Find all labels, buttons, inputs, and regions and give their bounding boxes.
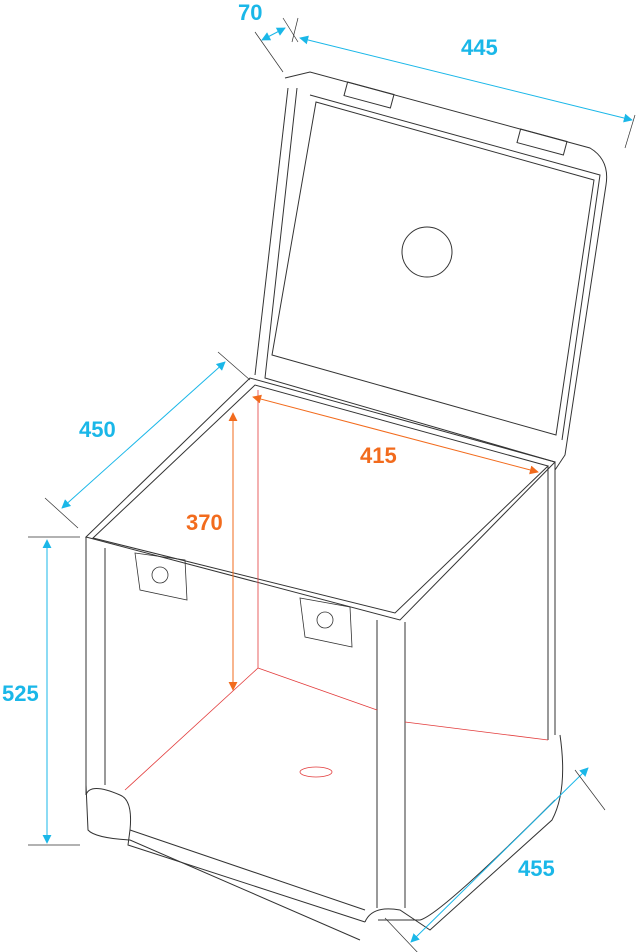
dim-label-depth: 450 xyxy=(79,417,116,442)
lid-circle-cutout xyxy=(401,226,453,278)
floor-cutout xyxy=(299,766,333,778)
latches xyxy=(134,552,353,648)
inner-edges xyxy=(124,390,549,791)
dim-label-lid-depth: 70 xyxy=(238,0,262,25)
dimension-lines xyxy=(28,17,636,952)
dim-label-width-top: 445 xyxy=(461,35,498,60)
latch-right xyxy=(299,597,353,648)
dim-label-inner-width: 415 xyxy=(360,443,397,468)
dim-label-height: 525 xyxy=(2,681,39,706)
dim-label-inner-height: 370 xyxy=(186,510,223,535)
latch-left xyxy=(134,552,188,601)
lid-catch-right xyxy=(516,128,568,156)
dim-label-width-bottom: 455 xyxy=(518,856,555,881)
case-lid xyxy=(254,71,608,471)
case-body xyxy=(85,377,564,941)
lid-catch-left xyxy=(343,81,395,109)
